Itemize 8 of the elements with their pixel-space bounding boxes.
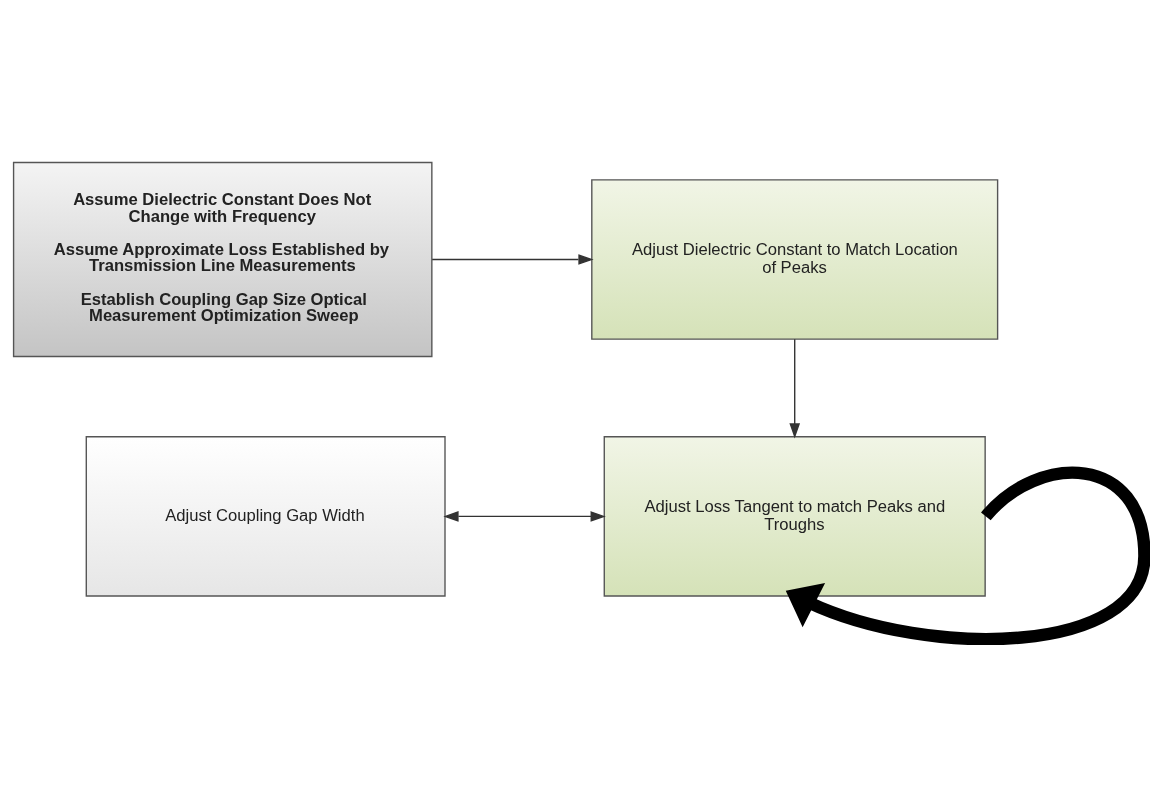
node-box: Assume Dielectric Constant Does Not Change with Frequency Assume Approximate Loss Established by Transmission Line Measurements Establish Coupling Gap Size Optical Measurement Optimization Sweep [12, 161, 433, 357]
arrow [431, 253, 594, 265]
arrow [785, 466, 1150, 645]
node-box: Adjust Dielectric Constant to Match Location of Peaks [591, 178, 999, 340]
node-box: Adjust Loss Tangent to match Peaks and Troughs [603, 435, 986, 597]
node-box: Adjust Coupling Gap Width [85, 435, 446, 597]
arrow [789, 338, 801, 439]
arrow [443, 510, 606, 522]
